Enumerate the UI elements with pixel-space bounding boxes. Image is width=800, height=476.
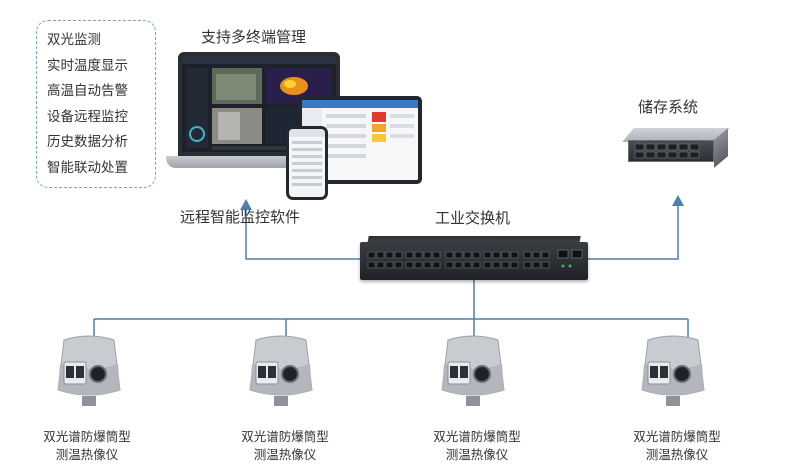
camera-label-1: 双光谱防爆筒型 测温热像仪 <box>22 428 152 464</box>
camera-label-4: 双光谱防爆筒型 测温热像仪 <box>612 428 742 464</box>
camera-label-3: 双光谱防爆筒型 测温热像仪 <box>412 428 542 464</box>
arrow-to-storage <box>672 195 684 206</box>
server-drive-bays-image <box>634 143 700 159</box>
monitoring-dashboard-image <box>182 56 336 150</box>
line-switch-to-storage <box>588 203 679 260</box>
feature-item: 智能联动处置 <box>47 159 128 176</box>
mobile-phone <box>286 126 328 200</box>
storage-server <box>628 140 714 162</box>
thermal-camera-3 <box>441 335 505 406</box>
camera-label-line1: 双光谱防爆筒型 <box>241 429 329 444</box>
camera-label-line2: 测温热像仪 <box>55 447 119 462</box>
camera-label-line1: 双光谱防爆筒型 <box>433 429 521 444</box>
camera-label-line2: 测温热像仪 <box>445 447 509 462</box>
thermal-camera-1 <box>57 335 121 406</box>
switch-label: 工业交换机 <box>435 209 511 227</box>
phone-screen-image <box>289 129 325 186</box>
thermal-camera-4 <box>641 335 705 406</box>
feature-list-box: 双光监测 实时温度显示 高温自动告警 设备远程监控 历史数据分析 智能联动处置 <box>36 20 156 188</box>
thermal-camera-2 <box>249 335 313 406</box>
arrow-to-software <box>240 199 252 210</box>
feature-item: 设备远程监控 <box>47 108 128 125</box>
feature-item: 高温自动告警 <box>47 83 128 99</box>
feature-item: 历史数据分析 <box>47 134 128 150</box>
camera-label-line1: 双光谱防爆筒型 <box>43 429 131 444</box>
multi-terminal-label: 支持多终端管理 <box>201 28 307 46</box>
switch-ports-image <box>367 249 583 269</box>
feature-item: 实时温度显示 <box>47 57 128 74</box>
storage-label: 储存系统 <box>638 98 699 116</box>
camera-label-line1: 双光谱防爆筒型 <box>633 429 721 444</box>
software-label: 远程智能监控软件 <box>180 208 301 226</box>
industrial-switch <box>360 242 588 280</box>
camera-label-line2: 测温热像仪 <box>253 447 317 462</box>
camera-label-2: 双光谱防爆筒型 测温热像仪 <box>220 428 350 464</box>
camera-label-line2: 测温热像仪 <box>645 447 709 462</box>
line-switch-to-software <box>245 207 360 260</box>
feature-item: 双光监测 <box>47 32 101 48</box>
